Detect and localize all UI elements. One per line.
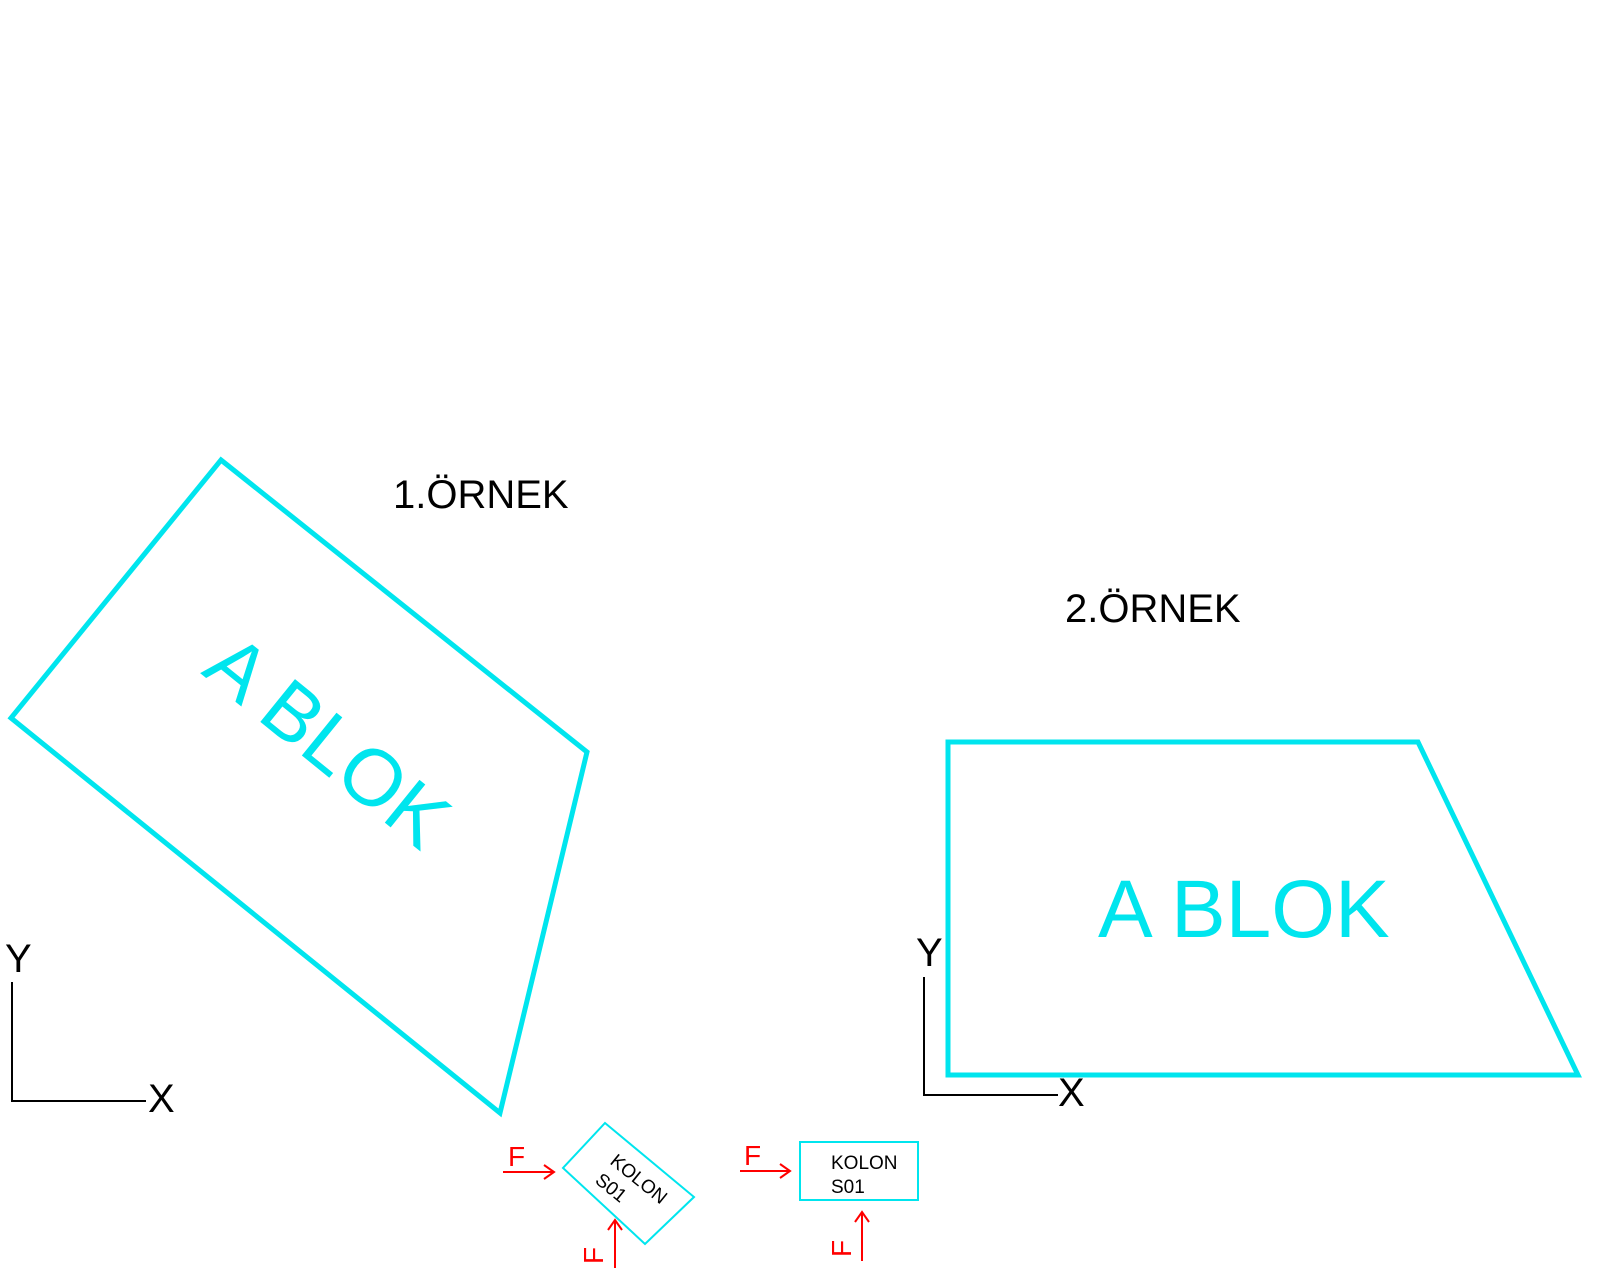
- example-1-force-y: F: [578, 1218, 623, 1268]
- example-1: 1.ÖRNEK A BLOK Y X KOLON S01 F F: [5, 456, 696, 1268]
- example-1-axis-y-label: Y: [5, 937, 32, 981]
- example-2: 2.ÖRNEK A BLOK Y X KOLON S01 F F: [740, 587, 1582, 1261]
- example-2-column-code: S01: [831, 1177, 865, 1198]
- example-1-title: 1.ÖRNEK: [393, 473, 569, 517]
- example-2-axis-y-label: Y: [916, 931, 943, 975]
- example-1-block-label: A BLOK: [189, 617, 466, 865]
- example-2-column: KOLON S01: [799, 1141, 919, 1201]
- example-2-force-y-arrowhead: [854, 1210, 870, 1223]
- example-2-block-label: A BLOK: [1098, 864, 1390, 955]
- example-1-block-outline: [7, 456, 590, 1118]
- example-2-title: 2.ÖRNEK: [1065, 587, 1241, 631]
- example-2-axis-x-label: X: [1058, 1071, 1085, 1115]
- example-1-force-x-label: F: [508, 1141, 525, 1172]
- example-1-axis-x-label: X: [148, 1077, 175, 1121]
- example-2-force-x-arrowhead: [779, 1163, 792, 1179]
- example-2-force-y: F: [826, 1210, 870, 1261]
- example-1-force-y-arrowhead: [607, 1218, 623, 1231]
- example-1-force-y-label: F: [578, 1247, 609, 1264]
- example-1-axes: [11, 982, 146, 1102]
- example-2-column-name: KOLON: [831, 1153, 898, 1174]
- example-2-block-outline: [945, 739, 1582, 1078]
- example-1-column: KOLON S01: [561, 1121, 696, 1246]
- example-2-axes: [923, 977, 1058, 1096]
- example-1-force-x: F: [503, 1141, 556, 1180]
- example-2-force-x-label: F: [744, 1140, 761, 1171]
- example-2-column-outline: [799, 1141, 919, 1201]
- example-2-force-y-label: F: [826, 1240, 857, 1257]
- example-1-column-outline: [561, 1121, 696, 1246]
- example-2-force-x: F: [740, 1140, 792, 1179]
- example-1-force-x-arrowhead: [543, 1164, 556, 1180]
